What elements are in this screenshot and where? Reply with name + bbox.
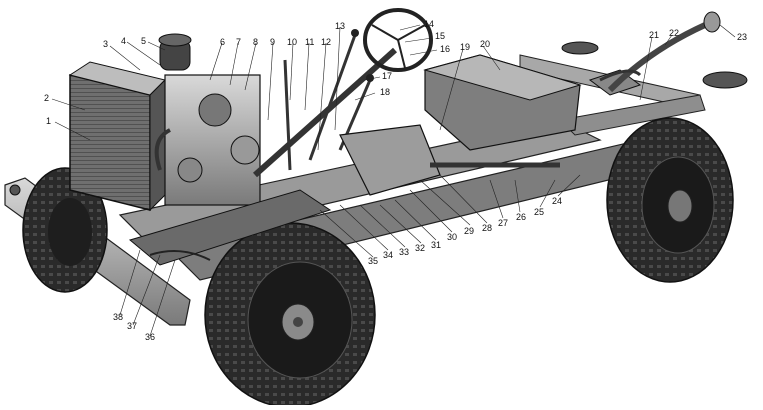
callout-8: 8: [253, 37, 259, 47]
callout-25: 25: [534, 207, 545, 217]
callout-4: 4: [121, 36, 127, 46]
callout-13: 13: [335, 21, 346, 31]
callout-1: 1: [46, 116, 52, 126]
callout-17: 17: [382, 71, 393, 81]
callout-16: 16: [440, 44, 451, 54]
callout-21: 21: [649, 30, 660, 40]
callout-23: 23: [737, 32, 748, 42]
callout-15: 15: [435, 31, 446, 41]
callout-33: 33: [399, 247, 410, 257]
callout-2: 2: [44, 93, 50, 103]
callout-27: 27: [498, 218, 509, 228]
callout-35: 35: [368, 256, 379, 266]
callout-29: 29: [464, 226, 475, 236]
callout-11: 11: [305, 37, 315, 47]
engine: [154, 33, 261, 206]
callout-31: 31: [431, 240, 442, 250]
callout-28: 28: [482, 223, 493, 233]
callout-18: 18: [380, 87, 391, 97]
callout-26: 26: [516, 212, 527, 222]
leader-lines: [51, 24, 736, 337]
rear-right-wheel: [606, 117, 734, 283]
callout-32: 32: [415, 243, 426, 253]
fuel-tank: [423, 54, 582, 151]
front-right-wheel: [204, 222, 376, 408]
callout-6: 6: [220, 37, 226, 47]
callout-12: 12: [321, 37, 332, 47]
callout-22: 22: [669, 28, 680, 38]
callout-34: 34: [383, 250, 394, 260]
callout-19: 19: [460, 42, 471, 52]
rear-axle: [561, 11, 748, 96]
callout-7: 7: [236, 37, 242, 47]
callout-14: 14: [424, 19, 435, 29]
callout-38: 38: [113, 312, 124, 322]
callout-20: 20: [480, 39, 491, 49]
callout-3: 3: [103, 39, 109, 49]
callout-5: 5: [141, 36, 147, 46]
radiator: [68, 61, 166, 212]
front-left-wheel: [22, 167, 108, 293]
callout-36: 36: [145, 332, 156, 342]
callout-9: 9: [270, 37, 276, 47]
callout-30: 30: [447, 232, 458, 242]
callout-37: 37: [127, 321, 138, 331]
callout-24: 24: [552, 196, 563, 206]
front-axle: [128, 189, 332, 266]
callout-10: 10: [287, 37, 298, 47]
